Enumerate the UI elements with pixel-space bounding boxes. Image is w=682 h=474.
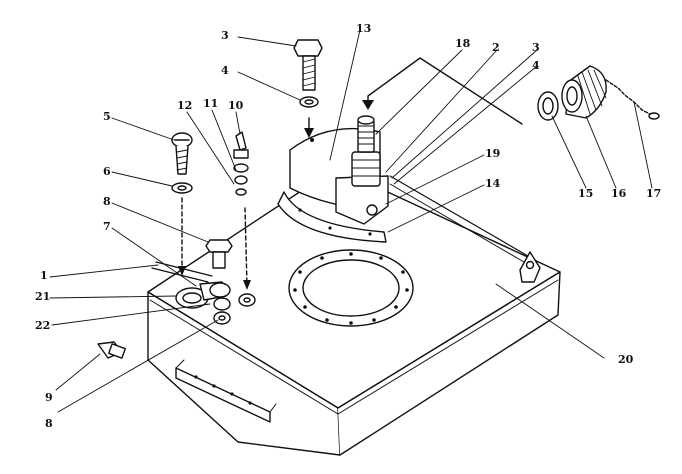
callout-16: 16 [611,187,627,200]
callout-18: 18 [455,37,471,50]
mounting-plate-lower [277,191,387,243]
callout-8-upper: 8 [103,195,111,208]
callout-6: 6 [103,165,111,178]
filler-neck [351,115,381,187]
fitting-9 [97,341,126,359]
callout-3: 3 [221,29,229,42]
lifting-tab [519,251,541,283]
callout-21: 21 [35,290,51,303]
washer-top [299,96,319,108]
callout-11: 11 [203,97,219,110]
screw-5 [171,132,193,175]
bolt-8 [205,239,233,269]
cap-chain [605,79,660,120]
callout-2: 2 [492,41,500,54]
tank-flange [288,249,414,327]
bolt-top [293,39,323,91]
callout-10: 10 [228,99,244,112]
callout-4: 4 [221,64,229,77]
callout-7: 7 [103,220,111,233]
callout-4-right: 4 [532,59,540,72]
washer-6 [171,182,193,194]
callout-22: 22 [35,319,51,332]
callout-19: 19 [485,147,501,160]
fitting-10 [233,131,249,196]
callout-8-lower: 8 [45,417,53,430]
callout-17: 17 [646,187,662,200]
callout-1: 1 [40,269,48,282]
cap-gasket [537,91,559,121]
callout-14: 14 [485,177,501,190]
callout-9: 9 [45,391,53,404]
callout-20: 20 [618,353,634,366]
callout-3-right: 3 [532,41,540,54]
callout-12: 12 [177,99,193,112]
leader-lines [49,29,653,413]
callout-13: 13 [356,22,372,35]
callout-15: 15 [578,187,594,200]
callout-5: 5 [103,110,111,123]
front-bracket [175,359,277,423]
filler-cap [561,65,607,119]
